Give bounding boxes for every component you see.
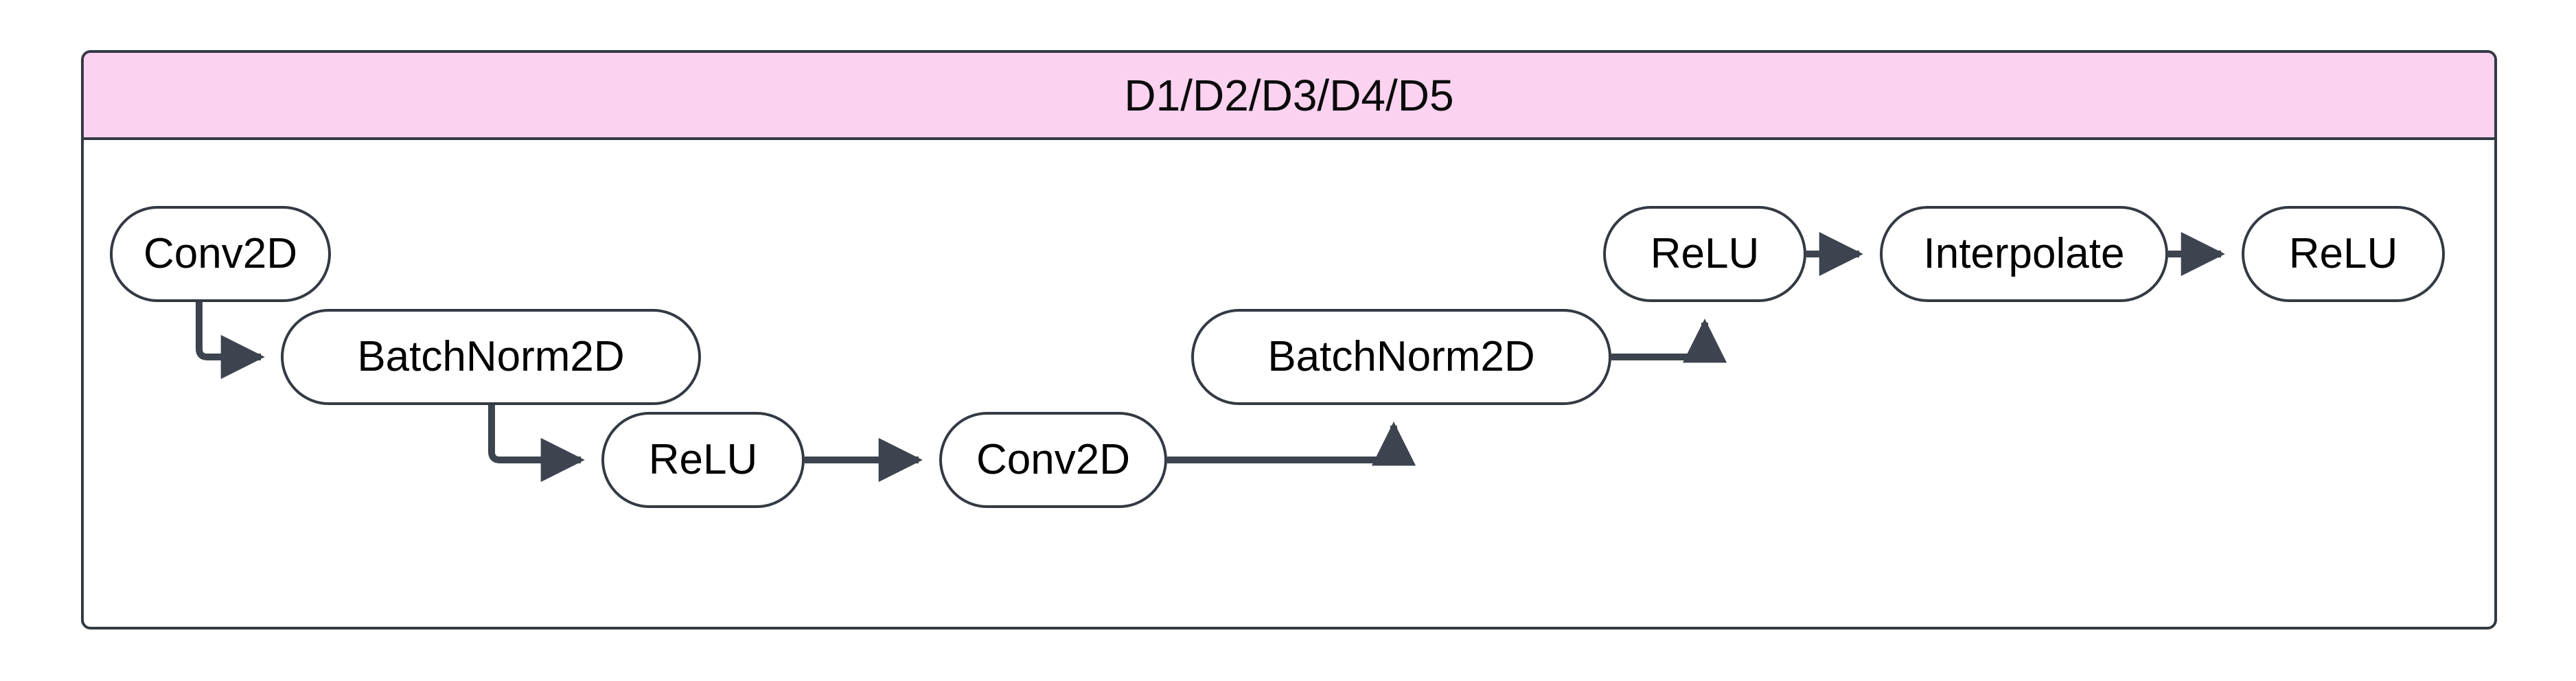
- node-interpolate[interactable]: Interpolate: [1880, 206, 2168, 302]
- subgraph-header: D1/D2/D3/D4/D5: [84, 53, 2494, 140]
- node-relu-3[interactable]: ReLU: [2242, 206, 2445, 302]
- node-label: Conv2D: [143, 230, 297, 277]
- node-label: ReLU: [1650, 230, 1760, 277]
- node-batchnorm2d-2[interactable]: BatchNorm2D: [1191, 309, 1611, 405]
- node-relu-1[interactable]: ReLU: [601, 412, 805, 508]
- node-batchnorm2d-1[interactable]: BatchNorm2D: [281, 309, 701, 405]
- node-label: BatchNorm2D: [357, 333, 625, 380]
- node-label: Conv2D: [976, 436, 1130, 483]
- node-relu-2[interactable]: ReLU: [1603, 206, 1806, 302]
- subgraph-title: D1/D2/D3/D4/D5: [1124, 70, 1454, 120]
- node-conv2d-1[interactable]: Conv2D: [110, 206, 331, 302]
- node-label: ReLU: [648, 436, 758, 483]
- node-conv2d-2[interactable]: Conv2D: [939, 412, 1167, 508]
- node-label: BatchNorm2D: [1267, 333, 1535, 380]
- node-label: ReLU: [2288, 230, 2398, 277]
- node-label: Interpolate: [1923, 230, 2125, 277]
